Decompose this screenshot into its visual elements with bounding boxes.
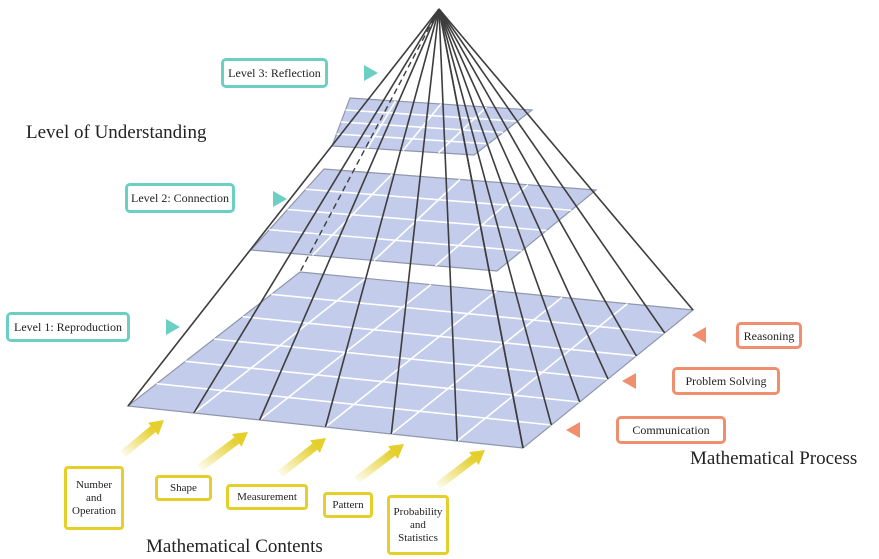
- problem-solving-arrow-head: [622, 373, 636, 389]
- level-3-arrow-head: [364, 65, 378, 81]
- pyramid-edge: [438, 8, 524, 449]
- pyramid-edge: [438, 8, 609, 380]
- pyramid-edge: [438, 8, 581, 403]
- grid-line: [434, 184, 529, 267]
- measurement-arrow-shaft: [277, 443, 318, 478]
- pyramid-edge: [438, 8, 694, 311]
- shape-arrow: [197, 432, 248, 472]
- problem-solving-box: Problem Solving: [672, 367, 780, 395]
- pattern-arrow: [354, 444, 404, 484]
- reasoning-arrow: [692, 327, 733, 343]
- number-arrow-head: [148, 420, 164, 436]
- mathematical-contents-heading: Mathematical Contents: [146, 536, 323, 557]
- probability-and-statistics-box: Probability and Statistics: [387, 495, 449, 555]
- probability-arrow-shaft: [435, 455, 477, 490]
- pattern-arrow-shaft: [354, 449, 396, 484]
- grid-line: [402, 103, 442, 152]
- reasoning-box: Reasoning: [736, 322, 802, 349]
- pyramid-edge: [127, 8, 440, 407]
- level-of-understanding-heading: Level of Understanding: [26, 122, 207, 143]
- level-1-plane: [126, 271, 695, 449]
- shape-arrow-shaft: [197, 437, 240, 472]
- level-3-reflection-box: Level 3: Reflection: [221, 58, 328, 88]
- level-3-arrow: [333, 65, 378, 81]
- arrows: [120, 65, 733, 490]
- mathematical-process-heading: Mathematical Process: [690, 448, 858, 469]
- level-2-arrow-head: [273, 191, 287, 207]
- pyramid-edge: [193, 8, 440, 414]
- pyramid-edge: [438, 8, 666, 334]
- level-1-arrow-head: [166, 319, 180, 335]
- pyramid-edge: [438, 8, 553, 426]
- grid-line: [269, 228, 522, 252]
- communication-arrow-head: [566, 422, 580, 438]
- reasoning-arrow-head: [692, 327, 706, 343]
- pattern-box: Pattern: [323, 492, 373, 518]
- level-2-plane: [249, 168, 598, 272]
- pyramid-edge: [324, 8, 440, 428]
- level-2-connection-box: Level 2: Connection: [125, 183, 235, 213]
- grid-line: [456, 303, 629, 442]
- pyramid-edge: [390, 8, 440, 435]
- level-1-reproduction-box: Level 1: Reproduction: [6, 312, 130, 342]
- pyramid-edge: [438, 8, 638, 357]
- communication-arrow: [566, 422, 613, 438]
- shape-arrow-head: [232, 432, 248, 447]
- measurement-arrow: [277, 438, 326, 478]
- problem-solving-arrow: [622, 373, 669, 389]
- shape-box: Shape: [155, 475, 212, 501]
- pattern-arrow-head: [388, 444, 404, 459]
- measurement-arrow-head: [310, 438, 326, 453]
- pyramid-edge: [438, 8, 458, 442]
- measurement-box: Measurement: [226, 484, 308, 510]
- number-arrow-shaft: [120, 425, 156, 458]
- level-1-arrow: [135, 319, 180, 335]
- pyramid-edge: [258, 8, 440, 421]
- pyramid-edges: [127, 8, 694, 449]
- grid-line: [373, 178, 461, 262]
- level-2-arrow: [240, 191, 287, 207]
- probability-arrow-head: [469, 450, 485, 465]
- number-and-operation-box: Number and Operation: [64, 466, 124, 530]
- probability-arrow: [435, 450, 485, 490]
- number-arrow: [120, 420, 164, 458]
- communication-box: Communication: [616, 416, 726, 444]
- understanding-planes: [126, 97, 695, 449]
